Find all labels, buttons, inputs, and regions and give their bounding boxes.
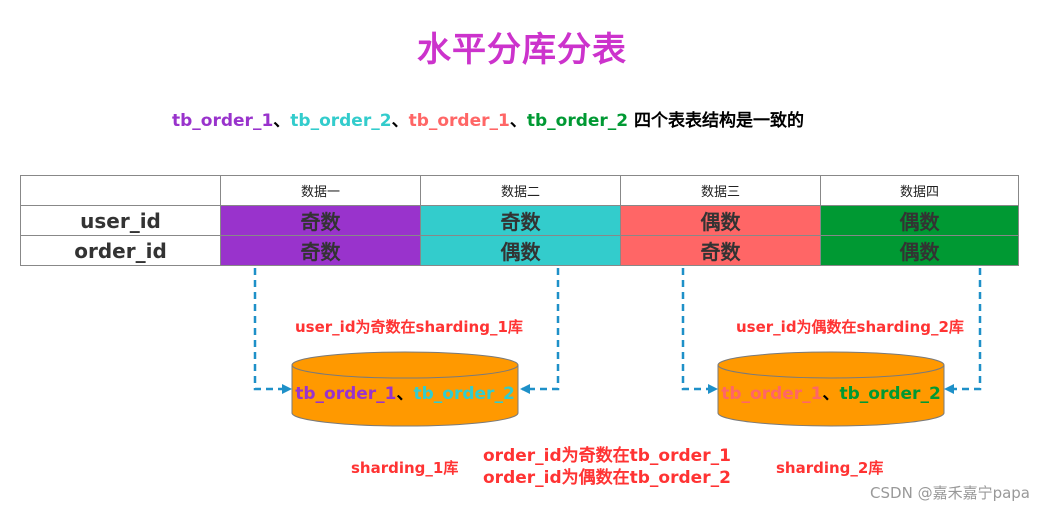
cell-order-id-4: 偶数 — [820, 235, 1019, 266]
arrow-left-to-db1 — [253, 268, 292, 394]
cell-user-id-3: 偶数 — [620, 205, 821, 236]
db2-table-1: tb_order_1 — [721, 384, 823, 404]
table-name-3: tb_order_1 — [408, 111, 510, 131]
cell-user-id-4: 偶数 — [820, 205, 1019, 236]
db1-name: sharding_1库 — [351, 459, 459, 477]
note-order-id-rules: order_id为奇数在tb_order_1 order_id为偶数在tb_or… — [483, 445, 731, 489]
page-title: 水平分库分表 — [417, 30, 627, 70]
row-label-user-id: user_id — [20, 205, 221, 236]
table-row-order-id: order_id 奇数 偶数 奇数 偶数 — [20, 235, 1019, 266]
separator: 、 — [509, 111, 527, 131]
db2-tables: tb_order_1、tb_order_2 — [718, 379, 944, 404]
note-user-id-odd: user_id为奇数在sharding_1库 — [295, 318, 523, 336]
note-user-id-even: user_id为偶数在sharding_2库 — [736, 318, 964, 336]
arrow-left-to-db2 — [681, 268, 718, 394]
cell-user-id-2: 奇数 — [420, 205, 621, 236]
cell-order-id-2: 偶数 — [420, 235, 621, 266]
data-distribution-table: 数据一 数据二 数据三 数据四 user_id 奇数 奇数 偶数 偶数 orde… — [20, 175, 1019, 266]
db1-table-2: tb_order_2 — [413, 384, 515, 404]
structure-text: 四个表表结构是一致的 — [628, 111, 805, 131]
header-data-2: 数据二 — [420, 175, 621, 206]
db2-name: sharding_2库 — [776, 459, 884, 477]
separator: 、 — [273, 111, 291, 131]
cell-user-id-1: 奇数 — [220, 205, 421, 236]
table-name-4: tb_order_2 — [526, 111, 629, 131]
table-structure-note: tb_order_1、tb_order_2、tb_order_1、tb_orde… — [172, 106, 804, 131]
table-name-2: tb_order_2 — [290, 111, 392, 131]
database-cylinder-1 — [291, 351, 519, 427]
arrow-right-to-db2 — [944, 268, 982, 394]
separator: 、 — [822, 384, 840, 404]
cell-order-id-3: 奇数 — [620, 235, 821, 266]
db1-tables: tb_order_1、tb_order_2 — [292, 379, 518, 404]
table-row-user-id: user_id 奇数 奇数 偶数 偶数 — [20, 205, 1019, 236]
db2-table-2: tb_order_2 — [839, 384, 941, 404]
note-order-id-odd: order_id为奇数在tb_order_1 — [483, 446, 731, 466]
note-order-id-even: order_id为偶数在tb_order_2 — [483, 468, 731, 488]
database-cylinder-2 — [717, 351, 945, 427]
arrow-right-to-db1 — [520, 268, 560, 394]
table-header-row: 数据一 数据二 数据三 数据四 — [20, 175, 1019, 206]
watermark: CSDN @嘉禾嘉宁papa — [870, 484, 1030, 502]
header-corner — [20, 175, 221, 206]
separator: 、 — [396, 384, 414, 404]
table-name-1: tb_order_1 — [172, 111, 274, 131]
separator: 、 — [391, 111, 409, 131]
db1-table-1: tb_order_1 — [295, 384, 397, 404]
row-label-order-id: order_id — [20, 235, 221, 266]
cell-order-id-1: 奇数 — [220, 235, 421, 266]
